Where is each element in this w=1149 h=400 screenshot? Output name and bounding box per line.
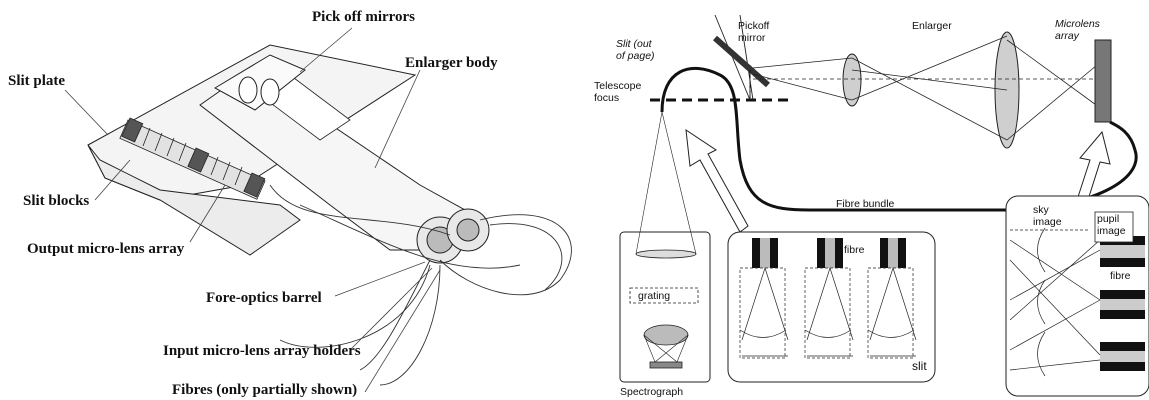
label-input-micro-lens-array-holders: Input micro-lens array holders (163, 343, 361, 360)
label-fibre-bundle: Fibre bundle (836, 198, 894, 210)
label-slit: slit (912, 360, 927, 372)
label-enlarger: Enlarger (912, 20, 952, 32)
label-pickoff-line1: Pickoff (738, 20, 769, 32)
label-fibre-slit-detail: fibre (844, 244, 864, 256)
label-slit-plate: Slit plate (8, 73, 65, 90)
label-slit-line1: Slit (out (616, 38, 655, 50)
label-pickoff-mirror: Pickoff mirror (738, 20, 769, 44)
label-pickoff-line2: mirror (738, 32, 769, 44)
label-fibres: Fibres (only partially shown) (172, 382, 357, 399)
label-telescope-line1: Telescope (594, 80, 641, 92)
label-output-micro-lens-array: Output micro-lens array (27, 241, 184, 258)
ifu-optical-schematic: Pickoff mirror Enlarger Microlens array … (590, 0, 1149, 400)
label-enlarger-body: Enlarger body (405, 55, 498, 72)
fibre-bundle-path (662, 68, 1136, 210)
label-pick-off-mirrors: Pick off mirrors (312, 9, 415, 26)
label-pupil-image: pupil image (1097, 213, 1126, 237)
label-fore-optics-barrel: Fore-optics barrel (206, 290, 322, 307)
label-telescope-line2: focus (594, 92, 641, 104)
label-pupil-line2: image (1097, 225, 1126, 237)
ifu-mechanical-drawing: Pick off mirrors Enlarger body Slit plat… (0, 0, 590, 400)
label-slit-blocks: Slit blocks (23, 193, 89, 210)
label-microlens-line2: array (1055, 30, 1100, 42)
label-fibre-microlens-detail: fibre (1110, 270, 1130, 282)
label-spectrograph: Spectrograph (620, 386, 683, 398)
label-slit-out-of-page: Slit (out of page) (616, 38, 655, 62)
label-microlens-array: Microlens array (1055, 18, 1100, 42)
label-telescope-focus: Telescope focus (594, 80, 641, 104)
label-sky-line1: sky (1033, 204, 1062, 216)
label-slit-line2: of page) (616, 50, 655, 62)
label-grating: grating (638, 290, 670, 302)
label-sky-image: sky image (1033, 204, 1062, 228)
label-microlens-line1: Microlens (1055, 18, 1100, 30)
label-sky-line2: image (1033, 216, 1062, 228)
microlens-array-shape (1095, 40, 1111, 122)
label-pupil-line1: pupil (1097, 213, 1126, 225)
